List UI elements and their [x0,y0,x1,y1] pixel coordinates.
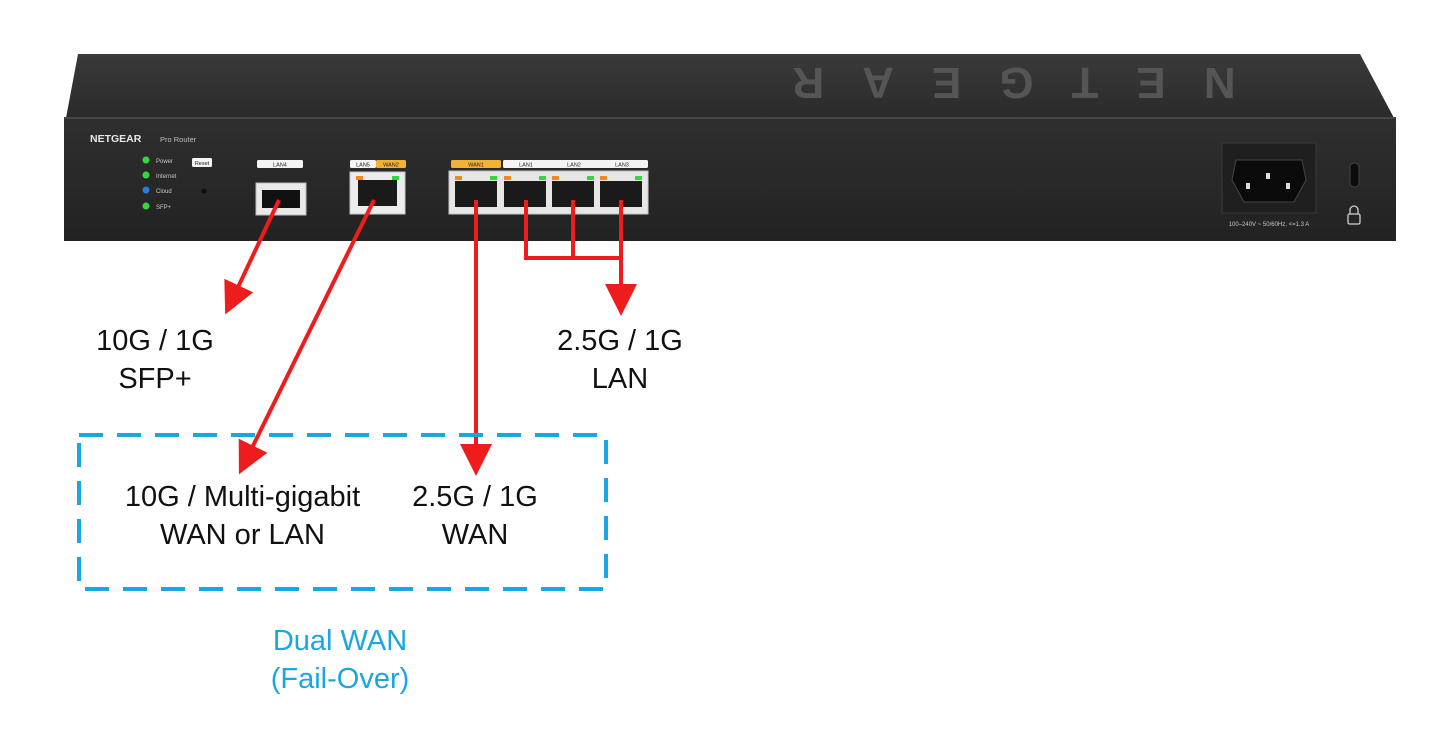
lan5-label-tag [350,160,376,168]
wan2-label: WAN2 [383,163,399,169]
wan2-callout-line1: 10G / Multi-gigabit [124,481,361,513]
sfp-arrow [224,199,281,315]
router-front-face [64,117,1396,241]
reset-button[interactable] [201,188,207,194]
model-badge: Pro Router [160,135,197,144]
wan2-callout: 10G / Multi-gigabit WAN or LAN [100,478,385,554]
router-top-face [66,54,1394,118]
internet-led [142,171,150,179]
lan4-label-tag [257,160,303,168]
wan2-arrow [238,199,376,475]
lan-callout-line2: LAN [591,363,649,395]
power-rating: 100–240V ~ 50/60Hz, <=1.3 A [1229,222,1310,228]
wan1-callout: 2.5G / 1G WAN [395,478,555,554]
wan1-label-tag [451,160,501,168]
brand-label: NETGEAR [90,133,142,145]
lock-icon [1347,205,1361,225]
reset-label: Reset [195,161,210,167]
lan-label-bar [503,160,648,168]
sfp-callout-line2: SFP+ [118,363,192,395]
cloud-led [142,186,150,194]
dual-wan-line2: (Fail-Over) [270,663,410,695]
wan2-label-tag [376,160,406,168]
lan-callout: 2.5G / 1G LAN [540,322,700,398]
wan1-callout-line1: 2.5G / 1G [412,481,538,513]
wan2-callout-line2: WAN or LAN [160,519,325,551]
lan1-label: LAN1 [519,163,533,169]
top-logo: NETGEAR [754,58,1235,107]
lan5-label: LAN5 [356,163,370,169]
reset-label-tag [192,158,212,167]
led-label-power: Power [156,159,173,165]
lan4-label: LAN4 [273,163,287,169]
wan1-label: WAN1 [468,163,484,169]
power-led [142,156,150,164]
lan2-label: LAN2 [567,163,581,169]
wan1-callout-line2: WAN [441,519,509,551]
lan-bracket [524,200,623,260]
kensington-slot [1349,162,1360,188]
sfp-callout-line1: 10G / 1G [96,325,214,357]
sfp-callout: 10G / 1G SFP+ [80,322,230,398]
led-label-cloud: Cloud [156,189,172,195]
lan3-label: LAN3 [615,163,629,169]
power-inlet[interactable] [1231,159,1307,203]
dual-wan-caption: Dual WAN (Fail-Over) [240,622,440,698]
dual-wan-line1: Dual WAN [272,625,408,657]
lan-callout-line1: 2.5G / 1G [557,325,683,357]
led-label-internet: Internet [156,174,177,180]
led-label-sfp: SFP+ [156,205,172,211]
sfp-led [142,202,150,210]
